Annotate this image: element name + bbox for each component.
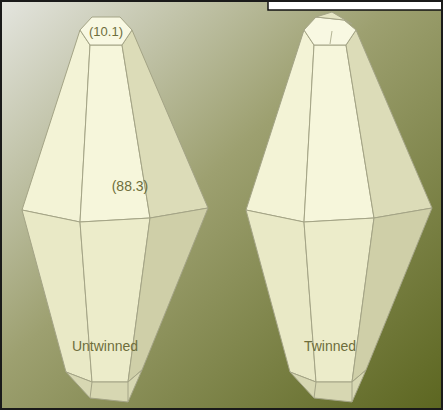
untwinned-crystal (22, 17, 208, 402)
face-index: (88.3) (112, 179, 149, 193)
face-index: (10.1) (89, 25, 123, 38)
crystal-label: Twinned (304, 339, 356, 353)
crystal-label: Untwinned (72, 339, 138, 353)
twinned-crystal (246, 12, 432, 402)
